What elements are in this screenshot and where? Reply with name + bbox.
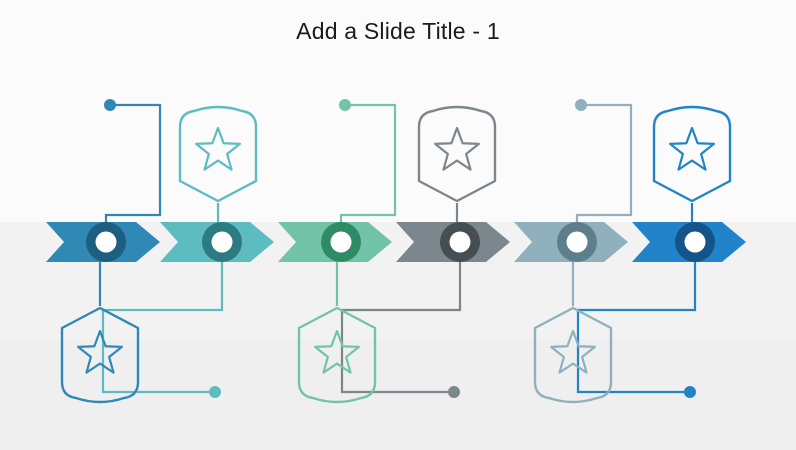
nodes-layer [86, 222, 715, 262]
node-center-step-4 [449, 231, 471, 253]
shield-badge-step-2[interactable] [178, 105, 258, 203]
star-icon-step-4 [434, 126, 480, 171]
connector-endpoint-dot-step-5 [575, 99, 587, 111]
connector-endpoint-dot-step-1 [104, 99, 116, 111]
connector-endpoint-dot-step-6 [684, 386, 696, 398]
node-center-step-3 [330, 231, 352, 253]
node-center-step-5 [566, 231, 588, 253]
shield-badge-step-5[interactable] [533, 306, 613, 404]
connector-line-step-3 [339, 103, 397, 242]
node-center-step-1 [95, 231, 117, 253]
connector-line-step-6 [576, 242, 697, 394]
page-title: Add a Slide Title - 1 [296, 18, 500, 44]
shield-badge-step-3[interactable] [297, 306, 377, 404]
star-icon-step-5 [550, 329, 596, 374]
star-icon-step-1 [77, 329, 123, 374]
shield-badge-step-6[interactable] [652, 105, 732, 203]
shield-badge-step-4[interactable] [417, 105, 497, 203]
connector-line-step-1 [104, 103, 162, 242]
star-icon-step-2 [195, 126, 241, 171]
star-icon-step-6 [669, 126, 715, 171]
shields-layer [60, 105, 732, 404]
star-icon-step-3 [314, 329, 360, 374]
connector-endpoint-dot-step-3 [339, 99, 351, 111]
connector-line-step-5 [575, 103, 633, 242]
connector-line-step-2 [101, 242, 224, 394]
connector-line-step-4 [340, 242, 462, 394]
chevrons-layer [46, 222, 746, 262]
connector-endpoint-dot-step-2 [209, 386, 221, 398]
node-center-step-6 [684, 231, 706, 253]
connector-endpoint-dot-step-4 [448, 386, 460, 398]
node-center-step-2 [211, 231, 233, 253]
shield-badge-step-1[interactable] [60, 306, 140, 404]
